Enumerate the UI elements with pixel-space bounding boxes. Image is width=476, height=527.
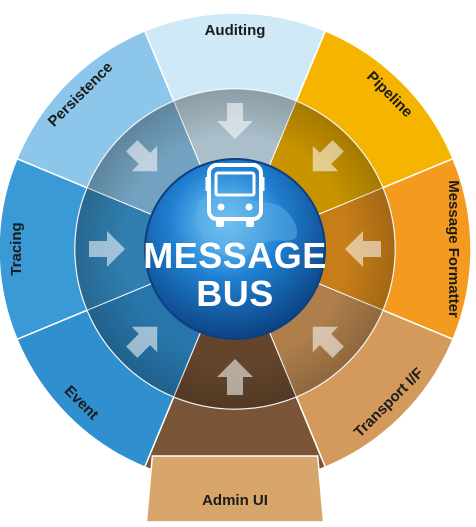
bus-icon bbox=[205, 163, 265, 227]
arrow-icon bbox=[89, 231, 125, 267]
hub-title-line2: BUS bbox=[196, 273, 274, 314]
admin-tab-bg bbox=[145, 455, 325, 523]
inward-arrows bbox=[89, 103, 381, 395]
arrow-icon bbox=[312, 140, 344, 172]
hub-title-line1: MESSAGE bbox=[143, 235, 327, 276]
arrow-icon bbox=[345, 231, 381, 267]
arrow-icon bbox=[217, 359, 253, 395]
arrow-icon bbox=[126, 326, 158, 358]
segment-label-tracing: Tracing bbox=[8, 222, 25, 275]
admin-ui-label: Admin UI bbox=[202, 492, 268, 509]
admin-tab: Admin UI bbox=[145, 455, 325, 523]
arrow-icon bbox=[217, 103, 253, 139]
segment-label-auditing: Auditing bbox=[205, 22, 266, 39]
arrow-icon bbox=[312, 326, 344, 358]
segment-label-message-formatter: Message Formatter bbox=[445, 180, 462, 318]
arrow-icon bbox=[126, 140, 158, 172]
hub: MESSAGE BUS bbox=[143, 158, 327, 340]
